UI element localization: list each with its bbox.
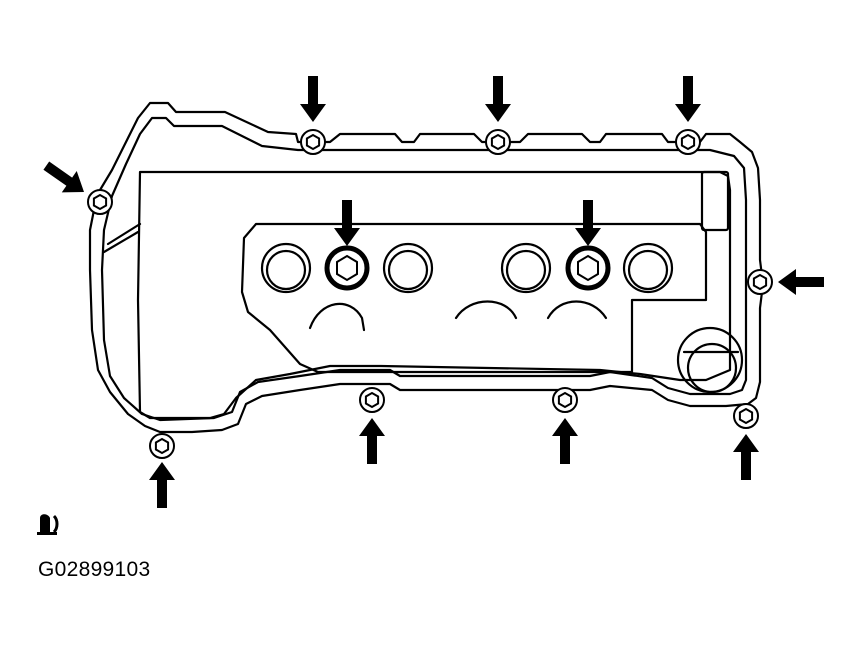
cover-bolt-hex-5 (752, 273, 768, 291)
plug-hole-3 (500, 242, 552, 294)
plug-hole-2-inner (387, 249, 429, 291)
cover-bolt-hex-8 (738, 407, 754, 425)
rib-left (106, 222, 142, 246)
rib-left-2 (102, 230, 140, 254)
pointer-arrow-4 (334, 200, 360, 246)
pointer-arrow-9 (552, 418, 578, 464)
cover-bolt-hex-7 (557, 391, 573, 409)
plug-hole-1 (260, 242, 312, 294)
tighten-symbol-icon (37, 514, 59, 535)
center-bolt-left-hex (336, 254, 358, 282)
pointer-arrow-10 (733, 434, 759, 480)
plug-hole-3-inner (505, 249, 547, 291)
plug-hole-4 (622, 242, 674, 294)
scallop-3 (546, 300, 608, 320)
scallop-2 (454, 300, 518, 320)
scallop-1 (308, 302, 366, 332)
pointer-arrow-7 (778, 269, 824, 295)
plug-hole-2 (382, 242, 434, 294)
plug-hole-4-inner (627, 249, 669, 291)
right-boss (700, 170, 730, 232)
cover-deck (136, 170, 732, 420)
cover-bolt-hex-1 (92, 193, 108, 211)
plug-hole-1-inner (265, 249, 307, 291)
pointer-arrow-1 (300, 76, 326, 122)
spark-plug-channel (240, 222, 708, 374)
cover-bolt-hex-2 (305, 133, 321, 151)
cover-bolt-hex-4 (680, 133, 696, 151)
cover-inner-outline (100, 116, 748, 422)
cover-bolt-hex-3 (490, 133, 506, 151)
figure-code: G02899103 (38, 558, 151, 581)
oil-filler-inner (686, 342, 738, 394)
cover-bolt-hex-9 (154, 437, 170, 455)
center-bolt-right-hex (577, 254, 599, 282)
pointer-arrow-3 (675, 76, 701, 122)
cover-outer-outline (88, 101, 764, 434)
pointer-arrow-11 (149, 462, 175, 508)
pointer-arrow-5 (575, 200, 601, 246)
cover-bolt-hex-6 (364, 391, 380, 409)
pointer-arrow-2 (485, 76, 511, 122)
pointer-arrow-6 (43, 161, 84, 193)
pointer-arrow-8 (359, 418, 385, 464)
